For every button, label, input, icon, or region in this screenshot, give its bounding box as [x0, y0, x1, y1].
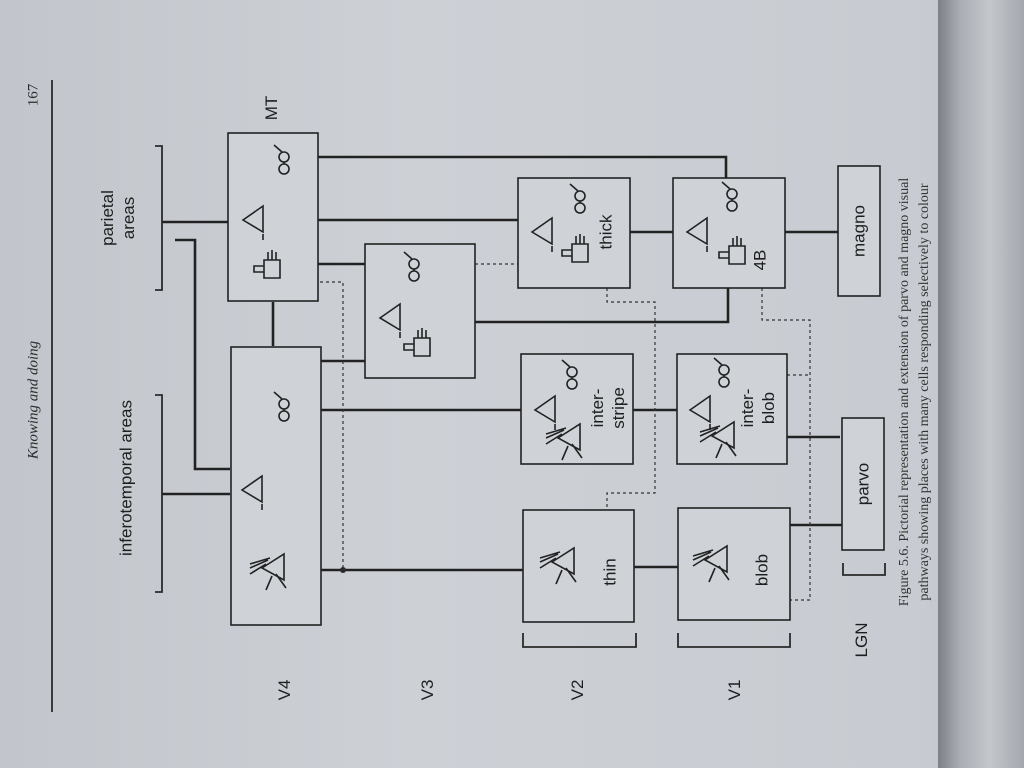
figure-caption-line-2: pathways showing places with many cells … — [917, 183, 932, 601]
running-head: Knowing and doing — [25, 340, 42, 460]
dotted-connections — [320, 263, 811, 601]
interblob-label: inter- blob — [738, 388, 778, 428]
inferotemporal-label: inferotemporal areas — [116, 400, 136, 556]
row-label-v2: V2 — [568, 679, 587, 701]
connections — [162, 155, 842, 572]
row-label-v4: V4 — [275, 679, 294, 701]
parietal-bracket — [155, 145, 163, 291]
row-label-v1: V1 — [725, 679, 744, 701]
figure-caption-line-1: Figure 5.6. Pictorial representation and… — [897, 177, 912, 607]
parvo-label: parvo — [853, 462, 873, 506]
page-number: 167 — [25, 83, 42, 107]
box-thin — [522, 509, 635, 623]
v2-bracket — [522, 633, 637, 648]
row-label-lgn: LGN — [852, 622, 871, 658]
row-label-v3: V3 — [418, 679, 437, 701]
book-spine — [938, 0, 1024, 768]
junction-dot — [340, 567, 346, 573]
box-magno — [837, 165, 881, 297]
box-v3 — [364, 243, 476, 379]
box-thick — [517, 177, 631, 289]
box-interblob — [676, 353, 788, 465]
mt-label: MT — [262, 95, 281, 121]
thin-label: thin — [600, 558, 620, 586]
lgn-bracket — [842, 563, 886, 576]
pathway-diagram — [51, 80, 886, 712]
inferotemporal-bracket — [155, 394, 163, 593]
blob-label: blob — [752, 553, 772, 587]
v1-bracket — [677, 633, 791, 648]
4b-label: 4B — [750, 249, 770, 271]
box-v4 — [230, 346, 322, 626]
parietal-label: parietal areas — [98, 190, 138, 246]
interstripe-label: inter- stripe — [588, 387, 628, 429]
box-parvo — [841, 417, 885, 551]
box-mt — [227, 132, 319, 302]
thick-label: thick — [596, 214, 616, 250]
box-4b — [672, 177, 786, 289]
magno-label: magno — [849, 205, 869, 257]
